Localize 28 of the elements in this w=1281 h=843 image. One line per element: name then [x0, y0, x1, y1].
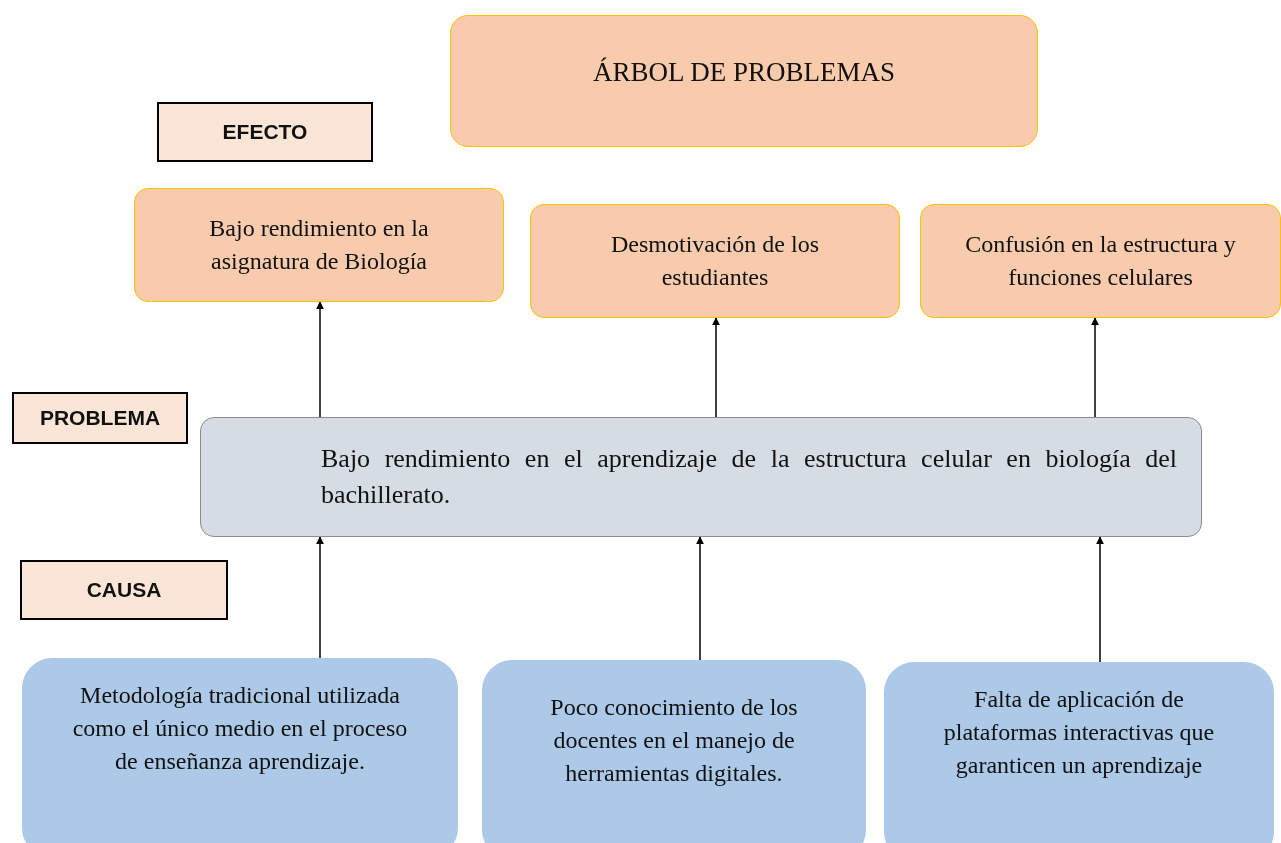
problem-box [200, 417, 1202, 537]
cause-box [884, 662, 1274, 843]
section-tag [20, 560, 228, 620]
section-label: CAUSA [86, 576, 162, 603]
arrow [316, 536, 324, 659]
section-tag [157, 102, 373, 162]
arrow [1096, 536, 1104, 663]
node-text: Falta de aplicación de plataformas interactivas que garanticen un aprendizaje [942, 685, 1216, 781]
cause-box [482, 660, 866, 843]
node-text: Desmotivación de los estudiantes [610, 229, 820, 292]
cause-box [22, 658, 458, 843]
effect-box [920, 204, 1281, 318]
node-text: Bajo rendimiento en el aprendizaje de la estructura celular en biología del bachillerato. [321, 443, 1177, 511]
section-label: EFECTO [222, 118, 308, 145]
node-text: Confusión en la estructura y funciones celulares [964, 229, 1237, 292]
node-text: ÁRBOL DE PROBLEMAS [592, 56, 895, 89]
section-label: PROBLEMA [39, 404, 161, 431]
node-text: Bajo rendimiento en la asignatura de Biología [208, 213, 430, 276]
node-text: Poco conocimiento de los docentes en el manejo de herramientas digitales. [549, 693, 799, 789]
section-tag [12, 392, 188, 444]
node-text: Metodología tradicional utilizada como el único medio en el proceso de enseñanza aprendizaje. [71, 681, 409, 777]
arrow [1091, 317, 1099, 418]
title-box [450, 15, 1038, 147]
effect-box [530, 204, 900, 318]
arrow [316, 301, 324, 418]
effect-box [134, 188, 504, 302]
arrow [696, 536, 704, 661]
arrow [712, 317, 720, 418]
